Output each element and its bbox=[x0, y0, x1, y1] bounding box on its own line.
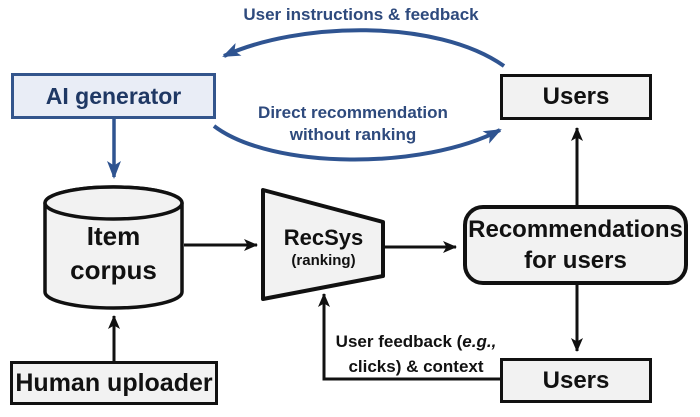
arrow-users-feedback-to-recsys bbox=[318, 293, 500, 381]
direct-recommendation-line1: Direct recommendation bbox=[258, 103, 448, 122]
user-feedback-line1: User feedback (e.g., bbox=[335, 332, 497, 351]
recommendations-node: Recommendations for users bbox=[463, 205, 688, 285]
user-feedback-caption: User feedback (e.g., clicks) & context bbox=[326, 329, 506, 379]
human-uploader-node: Human uploader bbox=[10, 361, 218, 405]
recommendations-label-line2: for users bbox=[524, 247, 627, 274]
ai-generator-node: AI generator bbox=[11, 73, 216, 119]
recommendations-label-line1: Recommendations bbox=[468, 216, 683, 243]
direct-recommendation-caption: Direct recommendation without ranking bbox=[238, 102, 468, 146]
item-corpus-cylinder bbox=[43, 185, 184, 310]
users-bottom-label: Users bbox=[542, 366, 610, 394]
curve-ai-to-users bbox=[212, 124, 502, 162]
users-top-node: Users bbox=[500, 74, 652, 120]
user-feedback-line2: clicks) & context bbox=[348, 357, 484, 376]
users-top-label: Users bbox=[542, 83, 610, 110]
human-uploader-label: Human uploader bbox=[15, 368, 213, 397]
ai-generator-label: AI generator bbox=[45, 82, 182, 109]
user-instructions-caption: User instructions & feedback bbox=[243, 5, 479, 24]
recsys-funnel-shape bbox=[261, 188, 385, 301]
direct-recommendation-line2: without ranking bbox=[289, 125, 417, 144]
users-bottom-node: Users bbox=[500, 358, 652, 403]
curve-users-to-ai bbox=[222, 28, 506, 68]
